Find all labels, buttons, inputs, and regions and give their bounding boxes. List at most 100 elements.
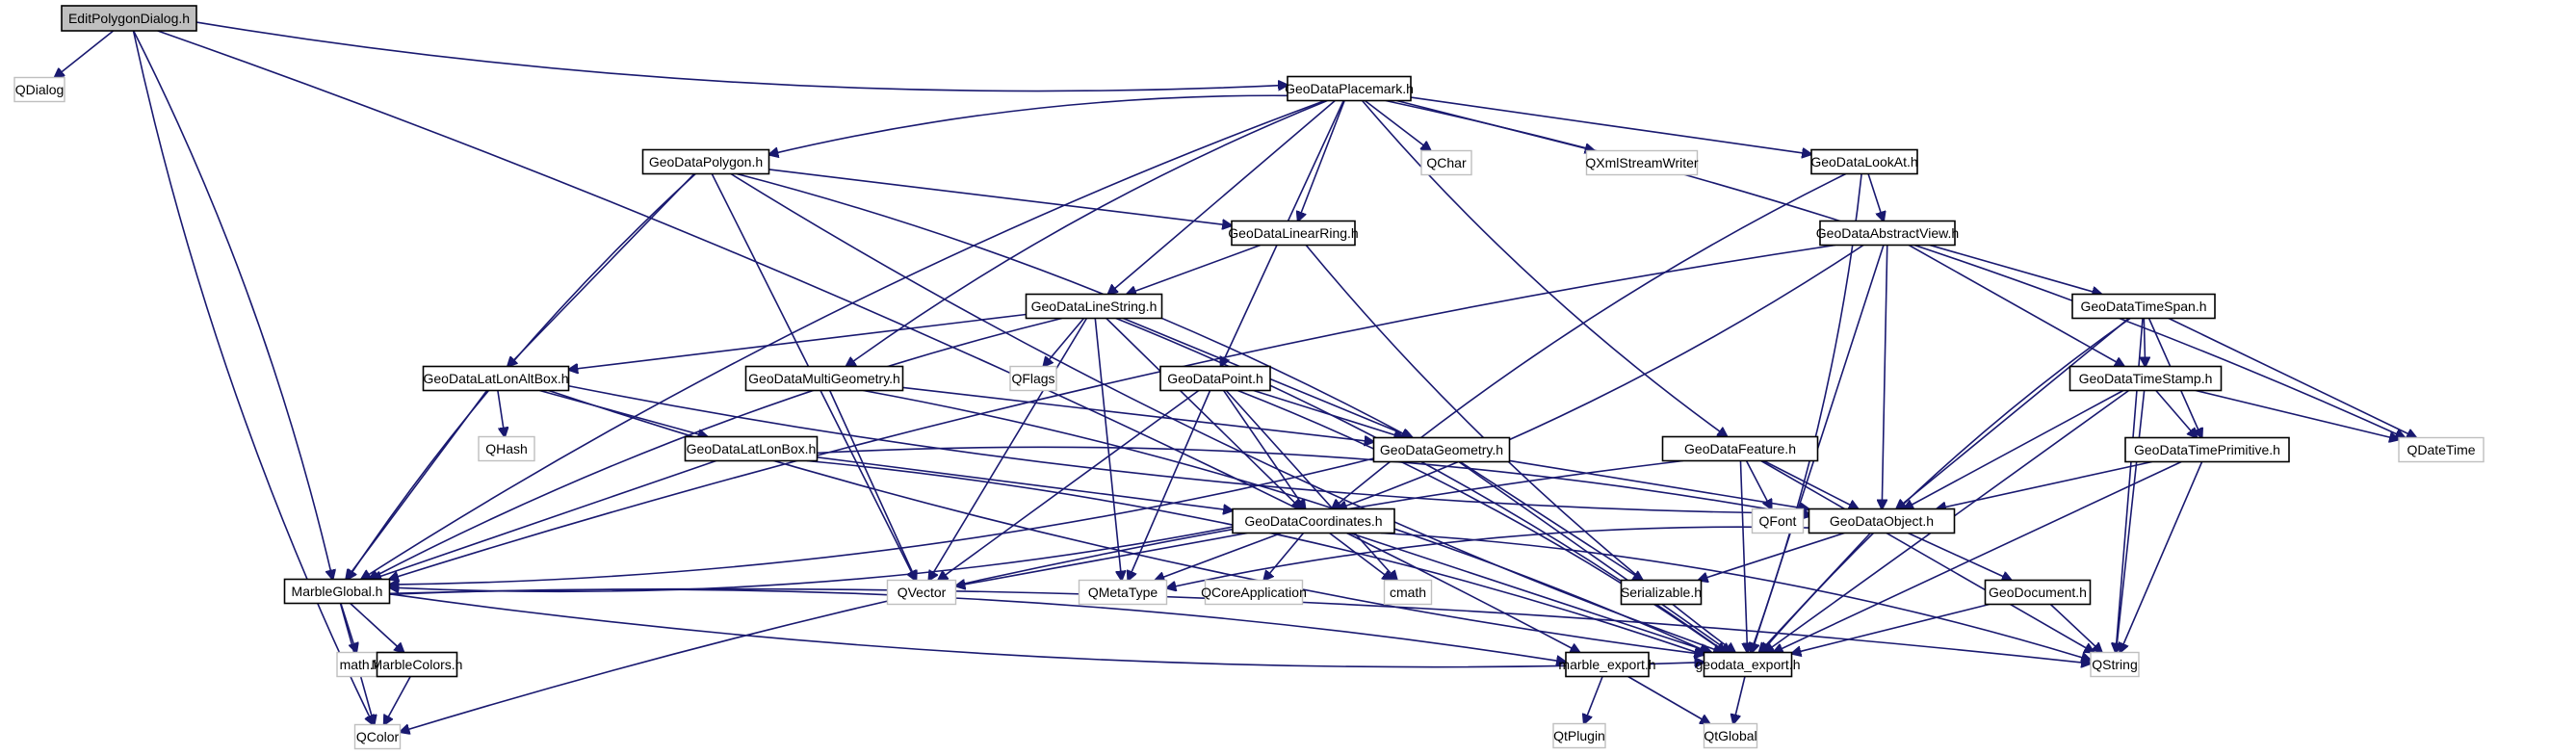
edge-geodocument-to-qstring xyxy=(2049,603,2101,653)
node-geodatatimestamp[interactable]: GeoDataTimeStamp.h xyxy=(2069,365,2223,392)
node-qvector: QVector xyxy=(886,579,957,606)
edge-geodatatimestamp-to-qdatetime xyxy=(2195,389,2399,440)
edge-geodataplacemark-to-geodatalookat xyxy=(1410,96,1811,154)
node-qtplugin: QtPlugin xyxy=(1552,722,1606,749)
node-box xyxy=(641,148,770,175)
edge-geodataplacemark-to-marbleglobal xyxy=(361,99,1326,580)
node-geodatalinestring[interactable]: GeoDataLineString.h xyxy=(1025,293,1163,320)
edge-marble-export-to-qtplugin xyxy=(1584,676,1603,724)
node-serializable[interactable]: Serializable.h xyxy=(1620,579,1703,606)
node-geodatapoint[interactable]: GeoDataPoint.h xyxy=(1159,365,1271,392)
node-geodatalinearring[interactable]: GeoDataLinearRing.h xyxy=(1228,220,1359,247)
edge-geodatapoint-to-qvector xyxy=(938,389,1200,581)
node-geodocument[interactable]: GeoDocument.h xyxy=(1984,579,2092,606)
node-label: GeoDataCoordinates.h xyxy=(1244,513,1382,529)
node-label: GeoDataObject.h xyxy=(1830,513,1934,529)
node-geodataobject[interactable]: GeoDataObject.h xyxy=(1808,508,1956,534)
node-qdialog: QDialog xyxy=(13,76,65,103)
node-label: QString xyxy=(2092,657,2137,672)
node-box xyxy=(1565,651,1650,678)
node-label: GeoDataAbstractView.h xyxy=(1816,225,1959,241)
edge-geodatacoordinates-to-qstring xyxy=(1380,532,2091,661)
node-geodatatimeprimitive[interactable]: GeoDataTimePrimitive.h xyxy=(2124,436,2290,463)
node-label: MarbleColors.h xyxy=(372,657,463,672)
node-geodatalatlonbox[interactable]: GeoDataLatLonBox.h xyxy=(684,435,819,462)
node-qflags: QFlags xyxy=(1009,365,1057,392)
edge-geodatatimestamp-to-geodatatimeprimitive xyxy=(2155,389,2197,438)
node-geodatacoordinates[interactable]: GeoDataCoordinates.h xyxy=(1232,508,1395,534)
node-label: GeoDataTimeSpan.h xyxy=(2081,299,2207,314)
node-marble-export[interactable]: marble_export.h xyxy=(1558,651,1656,678)
node-cmath: cmath xyxy=(1383,579,1433,606)
node-label: QFont xyxy=(1759,513,1797,529)
node-geodataplacemark[interactable]: GeoDataPlacemark.h xyxy=(1285,75,1414,102)
edge-geodatafeature-to-qstring xyxy=(1760,459,2095,653)
node-label: GeoDataLatLonAltBox.h xyxy=(424,371,569,386)
node-geodatatimespan[interactable]: GeoDataTimeSpan.h xyxy=(2071,293,2216,320)
node-box xyxy=(478,435,535,462)
node-box xyxy=(283,578,391,605)
edge-geodatalatlonaltbox-to-qhash xyxy=(497,390,505,437)
node-marblecolors[interactable]: MarbleColors.h xyxy=(372,651,463,678)
node-geodatafeature[interactable]: GeoDataFeature.h xyxy=(1661,435,1819,462)
node-label: QColor xyxy=(356,729,400,744)
node-geodataabstractview[interactable]: GeoDataAbstractView.h xyxy=(1816,220,1959,247)
node-marbleglobal[interactable]: MarbleGlobal.h xyxy=(283,578,391,605)
edge-geodatacoordinates-to-cmath xyxy=(1329,532,1392,581)
edge-geodataabstractview-to-geodatatimespan xyxy=(1929,244,2102,295)
edge-editpolygondialog-to-qcolor xyxy=(132,30,373,725)
node-box xyxy=(886,579,957,606)
edge-marbleglobal-to-geodata-export xyxy=(389,593,1704,667)
node-geodatageometry[interactable]: GeoDataGeometry.h xyxy=(1372,436,1511,463)
node-label: cmath xyxy=(1390,585,1426,600)
edge-geodatalinearring-to-geodatalinestring xyxy=(1127,244,1262,295)
node-qmetatype: QMetaType xyxy=(1078,579,1168,606)
edge-editpolygondialog-to-qdialog xyxy=(55,30,115,78)
node-box xyxy=(1620,579,1703,606)
node-box xyxy=(1159,365,1271,392)
node-label: GeoDataLineString.h xyxy=(1031,299,1158,314)
node-qcoreapplication: QCoreApplication xyxy=(1201,579,1307,606)
edge-geodatafeature-to-geodata-export xyxy=(1739,460,1747,653)
edge-geodatatimestamp-to-geodataobject xyxy=(1904,389,2124,509)
edge-geodataobject-to-serializable xyxy=(1699,532,1845,581)
edge-geodatapolygon-to-geodatalinearring xyxy=(768,169,1233,225)
node-label: GeoDataTimeStamp.h xyxy=(2079,371,2213,386)
node-box xyxy=(1661,435,1819,462)
edge-geodatapoint-to-qmetatype xyxy=(1128,390,1211,581)
edge-geodatacoordinates-to-qmetatype xyxy=(1155,532,1282,581)
node-box xyxy=(1372,436,1511,463)
node-label: GeoDataFeature.h xyxy=(1684,441,1796,456)
edge-geodatacoordinates-to-qcoreapplication xyxy=(1263,532,1305,581)
node-geodata-export[interactable]: geodata_export.h xyxy=(1696,651,1801,678)
node-label: GeoDataTimePrimitive.h xyxy=(2134,442,2280,457)
node-label: GeoDataMultiGeometry.h xyxy=(748,371,900,386)
edge-geodatageometry-to-geodata-export xyxy=(1458,460,1730,653)
node-label: GeoDataLookAt.h xyxy=(1810,154,1917,169)
node-box xyxy=(336,651,384,678)
edge-geodatatimespan-to-qdatetime xyxy=(2168,317,2416,438)
node-geodatamultigeometry[interactable]: GeoDataMultiGeometry.h xyxy=(744,365,904,392)
node-qdatetime: QDateTime xyxy=(2398,436,2485,463)
edge-geodatalatlonbox-to-marbleglobal xyxy=(372,459,716,580)
edge-geodataabstractview-to-geodatacoordinates xyxy=(1338,244,1864,509)
node-label: geodata_export.h xyxy=(1696,657,1801,672)
edge-editpolygondialog-to-marbleglobal xyxy=(133,30,333,580)
edge-geodatamultigeometry-to-geodata-export xyxy=(863,389,1708,653)
node-geodatalookat[interactable]: GeoDataLookAt.h xyxy=(1810,148,1918,175)
edge-geodatafeature-to-qcolor xyxy=(401,459,1683,733)
node-editpolygondialog[interactable]: EditPolygonDialog.h xyxy=(61,5,197,32)
node-label: GeoDataPolygon.h xyxy=(649,154,763,169)
node-qchar: QChar xyxy=(1420,149,1472,176)
node-label: QVector xyxy=(898,585,947,600)
node-box xyxy=(1810,148,1918,175)
node-geodatalatlonaltbox[interactable]: GeoDataLatLonAltBox.h xyxy=(422,365,570,392)
node-mathh: math.h xyxy=(336,651,384,678)
node-label: QDateTime xyxy=(2407,442,2475,457)
edge-geodatatimestamp-to-qstring xyxy=(2116,390,2146,653)
edge-geodocument-to-geodata-export xyxy=(1792,603,1991,654)
edge-geodataplacemark-to-geodatafeature xyxy=(1361,99,1728,437)
node-geodatapolygon[interactable]: GeoDataPolygon.h xyxy=(641,148,770,175)
node-box xyxy=(61,5,197,32)
